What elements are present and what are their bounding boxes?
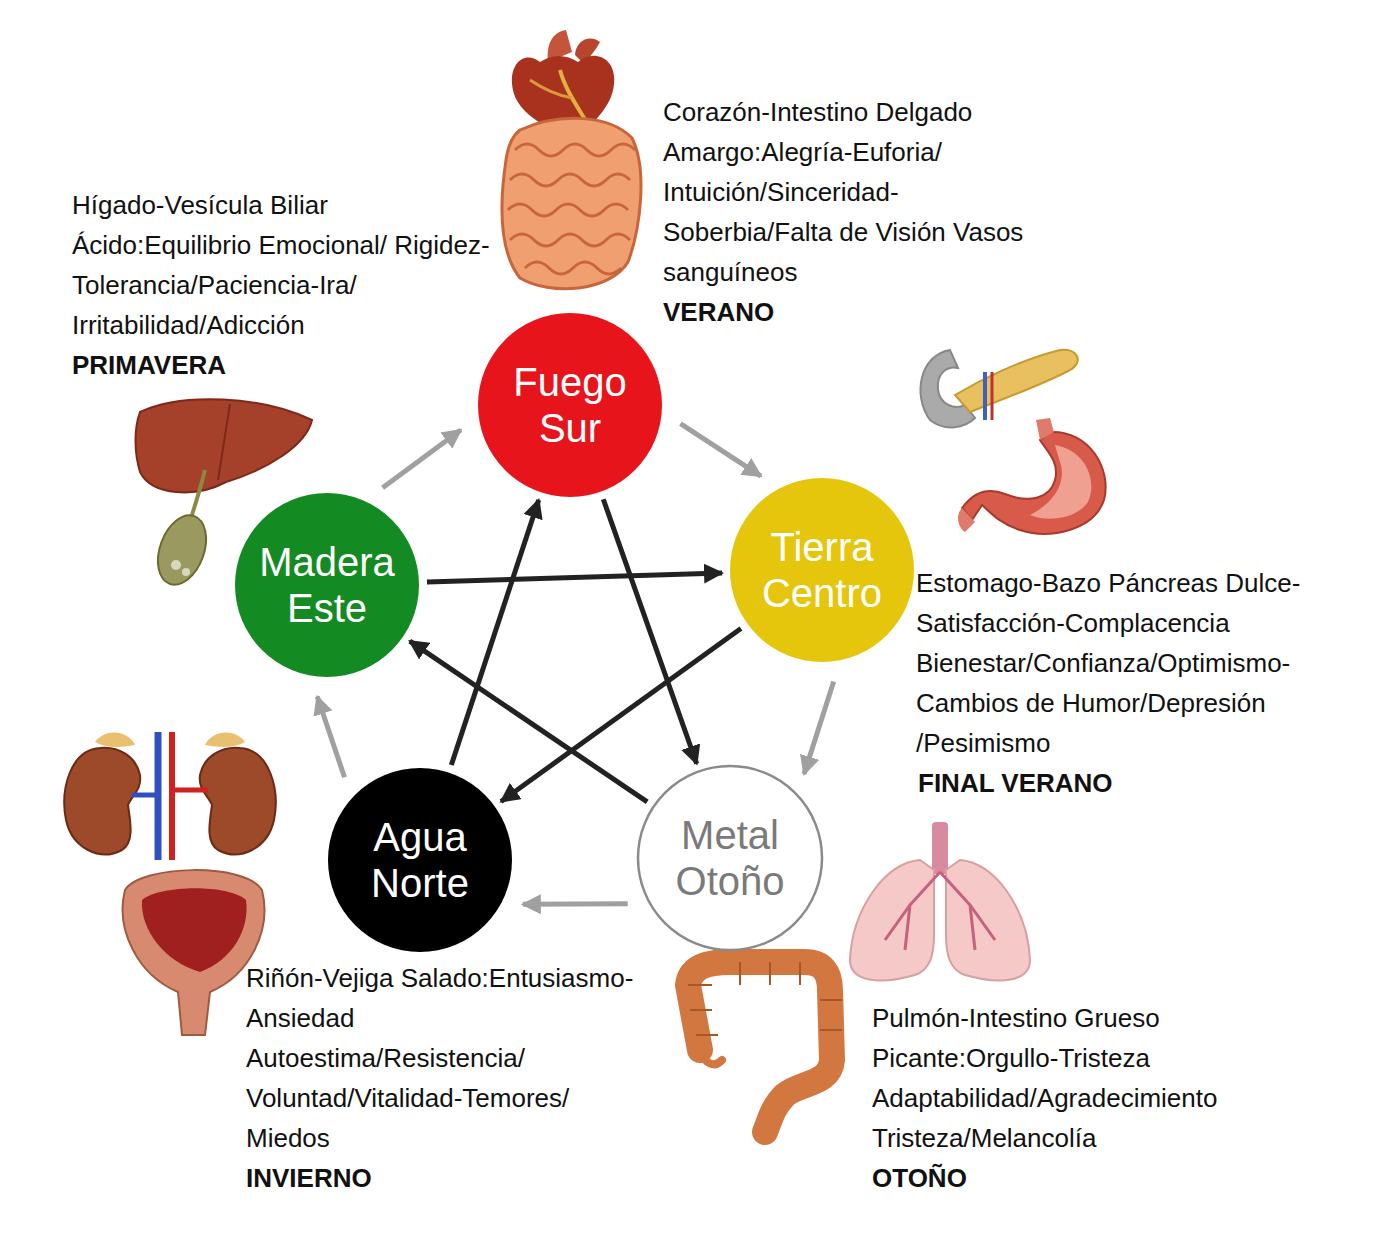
- liver-ligament: [218, 404, 230, 480]
- adrenal-gland: [205, 733, 245, 747]
- liver-illustration: [136, 399, 313, 515]
- circle-fill: [235, 493, 419, 677]
- lungs-illustration: [850, 822, 1030, 980]
- pancreas-vessel: [991, 372, 994, 420]
- gallbladder-body: [149, 509, 215, 592]
- circle-outline: [476, 311, 664, 499]
- intestine-loop: [515, 144, 635, 156]
- season-label: OTOÑO: [872, 1158, 1172, 1198]
- circle-fill: [478, 313, 662, 497]
- intestine-loop: [525, 262, 621, 274]
- liver-body: [136, 399, 313, 492]
- stomach-illustration: [958, 418, 1106, 534]
- gallstone: [182, 568, 190, 576]
- element-name: Fuego Sur: [495, 359, 645, 451]
- season-label: VERANO: [663, 292, 963, 332]
- bronchi: [885, 872, 995, 950]
- element-description: Hígado-Vesícula Biliar Ácido:Equilibrio …: [72, 185, 512, 345]
- circle-outline: [728, 476, 916, 664]
- element-circle: Metal Otoño: [636, 764, 824, 952]
- circle-outline: [636, 764, 824, 952]
- colon-haustra: [688, 962, 842, 1035]
- pancreas-vessel: [983, 372, 987, 420]
- element-name: Agua Norte: [345, 814, 495, 906]
- pancreas-illustration: [920, 350, 1077, 428]
- season-label: PRIMAVERA: [72, 345, 372, 385]
- kidneys-illustration: [64, 732, 275, 860]
- circle-outline: [326, 766, 514, 954]
- element-circle: Fuego Sur: [476, 311, 664, 499]
- element-circle: Tierra Centro: [728, 476, 916, 664]
- element-name: Tierra Centro: [747, 524, 897, 616]
- circle-outline: [233, 491, 421, 679]
- bladder-inner: [142, 888, 247, 972]
- element-circle: Madera Este: [233, 491, 421, 679]
- element-description: Riñón-Vejiga Salado:Entusiasmo-Ansiedad …: [246, 958, 638, 1158]
- duodenum-tube: [958, 508, 975, 532]
- colon-illustration: [688, 962, 842, 1132]
- intestine-loop: [508, 204, 628, 216]
- trachea: [932, 822, 948, 874]
- element-description: Corazón-Intestino Delgado Amargo:Alegría…: [663, 92, 1025, 292]
- circle-fill: [328, 768, 512, 952]
- small-intestine-illustration: [502, 118, 641, 288]
- generating-arrow: [680, 424, 760, 477]
- controlling-arrow: [451, 500, 538, 765]
- bile-duct: [192, 470, 205, 515]
- vein: [132, 793, 158, 798]
- artery: [172, 788, 208, 793]
- stomach-body: [962, 432, 1106, 534]
- adrenal-gland: [95, 733, 135, 747]
- generating-arrow: [383, 430, 461, 488]
- appendix: [700, 1050, 722, 1064]
- circle-fill: [730, 478, 914, 662]
- stomach-inner: [1030, 445, 1091, 519]
- pancreas-body: [955, 350, 1078, 412]
- intestine-body: [502, 118, 641, 288]
- kidney-left: [64, 748, 140, 855]
- controlling-arrow: [427, 573, 722, 582]
- artery: [169, 732, 175, 860]
- gallstone: [171, 560, 181, 570]
- lung-left: [850, 860, 934, 980]
- generating-arrow: [317, 697, 344, 778]
- element-description: Pulmón-Intestino Grueso Picante:Orgullo-…: [872, 998, 1272, 1158]
- season-label: FINAL VERANO: [918, 763, 1218, 803]
- esophagus: [1036, 418, 1054, 440]
- season-label: INVIERNO: [246, 1158, 546, 1198]
- bladder-wall: [123, 870, 265, 1035]
- element-name: Madera Este: [252, 539, 402, 631]
- bladder-illustration: [123, 870, 265, 1035]
- colon-tube: [688, 962, 832, 1132]
- heart-fat: [530, 80, 572, 98]
- circle-fill: [638, 766, 822, 950]
- kidney-right: [200, 748, 276, 855]
- intestine-loop: [510, 174, 630, 186]
- lung-right: [946, 860, 1030, 980]
- element-description: Estomago-Bazo Páncreas Dulce-Satisfacció…: [916, 563, 1368, 763]
- intestine-loop: [510, 234, 630, 246]
- generating-arrow: [523, 901, 628, 907]
- controlling-arrow: [603, 499, 696, 763]
- generating-arrow: [804, 681, 834, 774]
- gallbladder-illustration: [149, 509, 215, 592]
- element-circle: Agua Norte: [326, 766, 514, 954]
- element-name: Metal Otoño: [655, 812, 805, 904]
